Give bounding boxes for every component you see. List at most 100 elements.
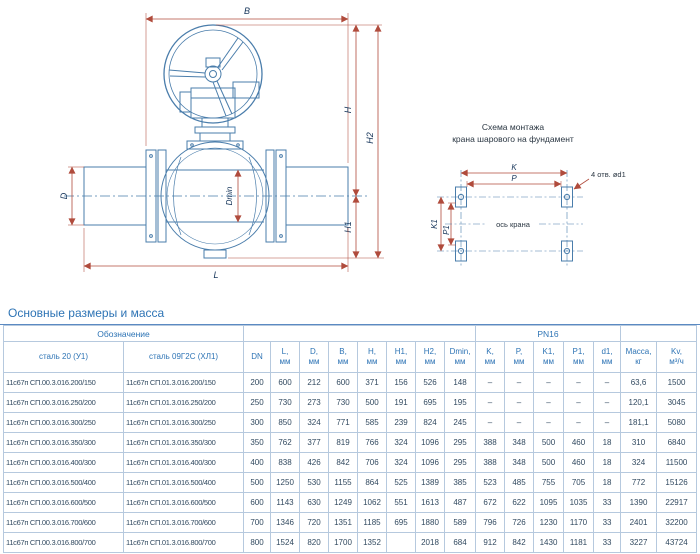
- value-cell: 388: [475, 452, 506, 473]
- value-cell: –: [533, 412, 565, 433]
- value-cell: 120,1: [620, 392, 658, 413]
- value-cell: 348: [504, 432, 535, 453]
- designation-cell: 11с67п СП.01.3.016.300/250: [122, 412, 245, 433]
- value-cell: 1249: [328, 492, 359, 513]
- value-cell: 33: [593, 532, 622, 553]
- value-cell: 487: [444, 492, 477, 513]
- value-cell: 6840: [656, 432, 698, 453]
- value-cell: 300: [243, 412, 272, 433]
- value-cell: 1352: [357, 532, 388, 553]
- value-cell: 33: [593, 492, 622, 513]
- designation-cell: 11с67п СП.01.3.016.250/200: [122, 392, 245, 413]
- value-cell: –: [504, 372, 535, 393]
- designation-cell: 11с67п СП.01.3.016.350/300: [122, 432, 245, 453]
- dimension-B: B: [145, 6, 349, 163]
- holes-label: 4 отв. ød1: [591, 170, 626, 179]
- value-cell: 730: [328, 392, 359, 413]
- column-header: Dmin,мм: [444, 341, 477, 373]
- value-cell: 18: [593, 432, 622, 453]
- value-cell: 530: [299, 472, 330, 493]
- value-cell: 295: [444, 452, 477, 473]
- value-cell: –: [504, 392, 535, 413]
- dim-label-H2: H2: [365, 132, 375, 144]
- value-cell: 551: [386, 492, 417, 513]
- column-header: L,мм: [270, 341, 301, 373]
- designation-cell: 11с67п СП.01.3.016.800/700: [122, 532, 245, 553]
- designation-cell: 11с67п СП.01.3.016.700/600: [122, 512, 245, 533]
- value-cell: 706: [357, 452, 388, 473]
- handwheel: [163, 24, 263, 124]
- value-cell: 600: [270, 372, 301, 393]
- value-cell: 500: [357, 392, 388, 413]
- value-cell: 148: [444, 372, 477, 393]
- dimension-H1: H1: [228, 195, 384, 259]
- value-cell: 1430: [533, 532, 565, 553]
- value-cell: 1524: [270, 532, 301, 553]
- value-cell: 1500: [656, 372, 698, 393]
- dimension-D: D: [59, 166, 84, 226]
- value-cell: 1035: [563, 492, 595, 513]
- value-cell: 705: [563, 472, 595, 493]
- column-header: d1,мм: [593, 341, 622, 373]
- designation-cell: 11с67п СП.01.3.016.500/400: [122, 472, 245, 493]
- value-cell: 762: [270, 432, 301, 453]
- value-cell: 1185: [357, 512, 388, 533]
- value-cell: 426: [299, 452, 330, 473]
- value-cell: 5080: [656, 412, 698, 433]
- value-cell: 526: [415, 372, 446, 393]
- designation-cell: 11с67п СП.01.3.016.200/150: [122, 372, 245, 393]
- value-cell: 3045: [656, 392, 698, 413]
- value-cell: 295: [444, 432, 477, 453]
- value-cell: 850: [270, 412, 301, 433]
- value-cell: –: [563, 392, 595, 413]
- value-cell: 912: [475, 532, 506, 553]
- value-cell: 1181: [563, 532, 595, 553]
- value-cell: 720: [299, 512, 330, 533]
- value-cell: 585: [357, 412, 388, 433]
- value-cell: 796: [475, 512, 506, 533]
- column-header: Масса,кг: [620, 341, 658, 373]
- designation-cell: 11с67п СП.00.3.016.700/600: [3, 512, 124, 533]
- value-cell: 1880: [415, 512, 446, 533]
- value-cell: 1250: [270, 472, 301, 493]
- value-cell: 824: [415, 412, 446, 433]
- dimension-L: L: [83, 228, 349, 280]
- value-cell: –: [504, 412, 535, 433]
- dimension-H2: H2: [365, 24, 382, 259]
- value-cell: 1143: [270, 492, 301, 513]
- value-cell: 200: [243, 372, 272, 393]
- value-cell: 589: [444, 512, 477, 533]
- value-cell: 212: [299, 372, 330, 393]
- value-cell: 377: [299, 432, 330, 453]
- value-cell: 195: [444, 392, 477, 413]
- value-cell: 1390: [620, 492, 658, 513]
- holes-callout: 4 отв. ød1: [573, 170, 626, 190]
- value-cell: 1389: [415, 472, 446, 493]
- empty-header-right: [620, 325, 698, 342]
- value-cell: 324: [386, 432, 417, 453]
- value-cell: 838: [270, 452, 301, 473]
- value-cell: 684: [444, 532, 477, 553]
- designation-cell: 11с67п СП.00.3.016.800/700: [3, 532, 124, 553]
- dimension-H: H: [216, 24, 382, 197]
- value-cell: 695: [386, 512, 417, 533]
- value-cell: 18: [593, 452, 622, 473]
- dimension-P: P: [466, 174, 562, 188]
- column-header: H2,мм: [415, 341, 446, 373]
- value-cell: 460: [563, 432, 595, 453]
- value-cell: 500: [533, 452, 565, 473]
- value-cell: 672: [475, 492, 506, 513]
- dim-label-P: P: [511, 174, 517, 183]
- value-cell: –: [593, 372, 622, 393]
- value-cell: 385: [444, 472, 477, 493]
- dim-label-K1: K1: [430, 219, 439, 229]
- designation-cell: 11с67п СП.01.3.016.400/300: [122, 452, 245, 473]
- value-cell: 771: [328, 412, 359, 433]
- value-cell: 772: [620, 472, 658, 493]
